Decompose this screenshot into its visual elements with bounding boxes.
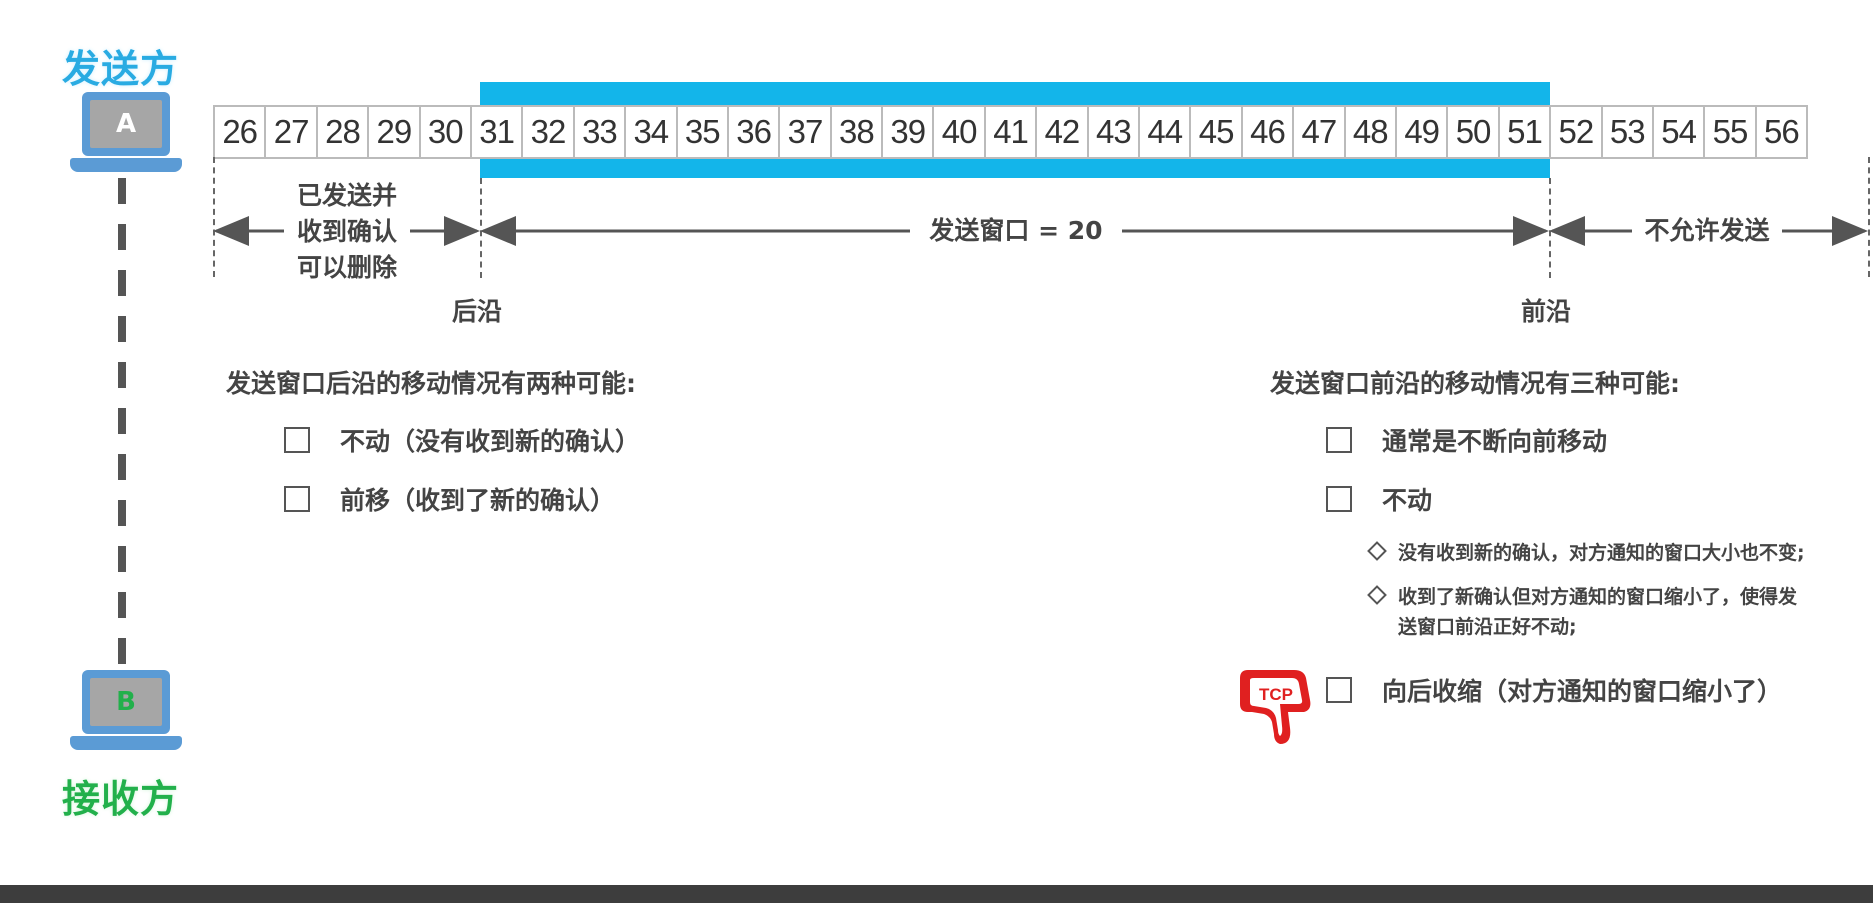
window-size-label: 发送窗口 = 20 bbox=[910, 214, 1122, 248]
sequence-cell: 38 bbox=[832, 107, 884, 157]
bottom-bar bbox=[0, 885, 1873, 903]
diamond-bullet-icon bbox=[1367, 585, 1387, 605]
trailing-item-text: 不动（没有收到新的确认） bbox=[340, 427, 641, 456]
sequence-cell: 46 bbox=[1243, 107, 1295, 157]
sequence-cell: 42 bbox=[1037, 107, 1089, 157]
sequence-cell: 47 bbox=[1294, 107, 1346, 157]
receiver-device-label: B bbox=[90, 678, 162, 726]
sequence-cell: 36 bbox=[729, 107, 781, 157]
leading-sub-item-text: 收到了新确认但对方通知的窗口缩小了，使得发 送窗口前沿正好不动; bbox=[1398, 582, 1797, 642]
sequence-cell: 30 bbox=[421, 107, 472, 157]
leading-item-text: 通常是不断向前移动 bbox=[1382, 427, 1608, 456]
sequence-cell: 44 bbox=[1140, 107, 1192, 157]
trailing-item: 不动（没有收到新的确认） bbox=[284, 422, 640, 458]
acked-label-line: 收到确认 bbox=[296, 217, 397, 246]
sequence-cell: 48 bbox=[1346, 107, 1397, 157]
leading-sub-item-text: 没有收到新的确认，对方通知的窗口大小也不变; bbox=[1398, 542, 1805, 564]
thumbs-down-icon: TCP bbox=[1236, 664, 1318, 750]
marker-end bbox=[1868, 157, 1870, 277]
sequence-cell: 31 bbox=[472, 107, 524, 157]
connection-line bbox=[118, 178, 126, 668]
acked-label: 已发送并 收到确认 可以删除 bbox=[284, 178, 410, 286]
sequence-cell: 56 bbox=[1757, 107, 1809, 157]
trailing-item-text: 前移（收到了新的确认） bbox=[340, 486, 616, 515]
sequence-cell: 28 bbox=[318, 107, 370, 157]
acked-label-line: 已发送并 bbox=[296, 181, 397, 210]
badge-text: TCP bbox=[1259, 685, 1293, 704]
trailing-section-heading: 发送窗口后沿的移动情况有两种可能: bbox=[226, 369, 636, 398]
sequence-cell: 54 bbox=[1654, 107, 1706, 157]
sequence-cell: 34 bbox=[626, 107, 678, 157]
checkbox-icon bbox=[1326, 677, 1352, 703]
sequence-cell: 52 bbox=[1551, 107, 1603, 157]
leading-item: 通常是不断向前移动 bbox=[1326, 422, 1607, 458]
sequence-cell: 29 bbox=[369, 107, 421, 157]
diamond-bullet-icon bbox=[1367, 541, 1387, 561]
sequence-cell: 50 bbox=[1448, 107, 1500, 157]
leading-sub-item: 收到了新确认但对方通知的窗口缩小了，使得发 送窗口前沿正好不动; bbox=[1366, 582, 1871, 642]
checkbox-icon bbox=[284, 486, 310, 512]
leading-sub-item: 没有收到新的确认，对方通知的窗口大小也不变; bbox=[1366, 538, 1871, 568]
sequence-cell: 45 bbox=[1191, 107, 1243, 157]
leading-sub-item-line: 送窗口前沿正好不动; bbox=[1398, 616, 1577, 638]
sequence-cell: 35 bbox=[678, 107, 729, 157]
receiver-title: 接收方 bbox=[62, 777, 180, 821]
sequence-cell: 49 bbox=[1397, 107, 1449, 157]
trailing-item: 前移（收到了新的确认） bbox=[284, 481, 615, 517]
sequence-cell: 51 bbox=[1500, 107, 1552, 157]
leading-sub-item-line: 收到了新确认但对方通知的窗口缩小了，使得发 bbox=[1398, 586, 1798, 608]
sender-device-label: A bbox=[90, 100, 162, 148]
checkbox-icon bbox=[284, 427, 310, 453]
sequence-cell: 40 bbox=[934, 107, 986, 157]
leading-item: 向后收缩（对方通知的窗口缩小了） bbox=[1326, 672, 1782, 708]
trailing-edge-label: 后沿 bbox=[452, 297, 503, 326]
sequence-cell: 33 bbox=[575, 107, 627, 157]
sequence-cell: 43 bbox=[1089, 107, 1141, 157]
checkbox-icon bbox=[1326, 427, 1352, 453]
leading-edge-label: 前沿 bbox=[1521, 297, 1572, 326]
sequence-cell: 37 bbox=[780, 107, 832, 157]
sender-laptop-icon: A bbox=[70, 92, 182, 182]
checkbox-icon bbox=[1326, 486, 1352, 512]
sequence-cell: 53 bbox=[1603, 107, 1654, 157]
leading-item-text: 不动 bbox=[1382, 486, 1433, 515]
leading-section-heading: 发送窗口前沿的移动情况有三种可能: bbox=[1270, 369, 1680, 398]
sequence-cell: 55 bbox=[1705, 107, 1757, 157]
acked-label-line: 可以删除 bbox=[296, 253, 397, 282]
send-window-band-top bbox=[480, 82, 1550, 106]
leading-item-text: 向后收缩（对方通知的窗口缩小了） bbox=[1382, 677, 1783, 706]
leading-item: 不动 bbox=[1326, 481, 1432, 517]
sequence-cell: 26 bbox=[215, 107, 267, 157]
sequence-cell: 27 bbox=[266, 107, 318, 157]
sequence-cell: 39 bbox=[883, 107, 935, 157]
sequence-cell: 41 bbox=[986, 107, 1038, 157]
receiver-laptop-icon: B bbox=[70, 670, 182, 760]
sender-title: 发送方 bbox=[62, 47, 180, 91]
sequence-cell: 32 bbox=[523, 107, 575, 157]
not-allowed-label: 不允许发送 bbox=[1632, 214, 1782, 248]
